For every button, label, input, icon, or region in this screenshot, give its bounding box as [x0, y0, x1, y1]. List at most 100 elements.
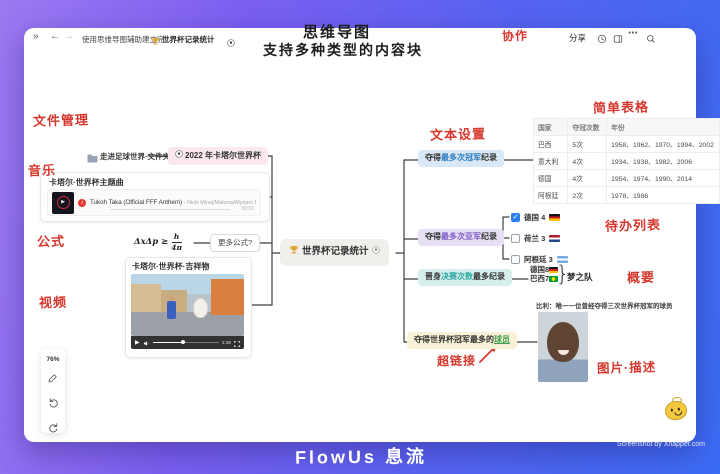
video-block-card[interactable]: 卡塔尔·世界杯·吉祥物 ▶ 2:38: [125, 257, 252, 358]
col-titles: 夺冠次数: [567, 118, 608, 136]
share-button[interactable]: 分享: [569, 33, 587, 43]
cell: 1978、1986: [606, 186, 720, 204]
clock-icon[interactable]: [597, 31, 607, 49]
video-controls[interactable]: ▶ 2:38: [131, 336, 244, 349]
soccer-ball-icon: [227, 34, 235, 52]
formula-lhs: ΔxΔp ≥: [134, 237, 169, 247]
cell: 1934、1938、1982、2006: [606, 152, 720, 170]
back-icon[interactable]: ←: [50, 31, 60, 42]
branch-top-player[interactable]: 夺得世界杯冠军最多的球员: [407, 332, 517, 349]
mascot-figure: [193, 298, 208, 318]
pele-photo[interactable]: [538, 312, 588, 382]
todo-label: 德国 4: [524, 213, 546, 222]
album-art: ▶: [52, 191, 74, 214]
branch-text: 晋身: [425, 272, 441, 281]
brazil-flag-icon: [549, 276, 559, 283]
checkbox-unchecked-icon[interactable]: [511, 255, 520, 264]
checkbox-unchecked-icon[interactable]: [511, 234, 520, 243]
todo-item-argentina[interactable]: 阿根廷 3: [511, 254, 568, 265]
video-play-icon[interactable]: ▶: [135, 339, 140, 346]
annotation-title-line2: 支持多种类型的内容块: [263, 42, 423, 58]
soccer-ball-icon: [175, 150, 183, 162]
branch-text: 纪录: [481, 153, 497, 162]
video-card-title: 卡塔尔·世界杯·吉祥物: [132, 262, 210, 271]
audio-card-title: 卡塔尔·世界杯主题曲: [49, 178, 124, 187]
building-shape: [211, 279, 244, 315]
branch-highlight: 最多次亚军: [441, 232, 481, 241]
trophy-icon: [289, 245, 299, 260]
breadcrumb-parent[interactable]: 使用思维导图辅助建立完...: [82, 35, 171, 44]
more-options-icon[interactable]: ⋯: [628, 28, 638, 39]
undo-icon[interactable]: [48, 395, 59, 413]
search-icon[interactable]: [646, 31, 656, 49]
summary-block[interactable]: 德国8 巴西7: [530, 265, 559, 284]
audio-player[interactable]: ▶ ♪ Tukoh Taka (Official FFF Anthem) - N…: [47, 189, 261, 216]
play-icon[interactable]: ▶: [56, 196, 70, 209]
building-shape: [131, 284, 161, 312]
breadcrumb-current[interactable]: 世界杯记录统计: [162, 35, 215, 44]
branch-runnerup-record[interactable]: 夺得最多次亚军纪录: [418, 229, 504, 246]
fullscreen-icon[interactable]: [234, 334, 240, 352]
folder-node[interactable]: 走进足球世界·文件夹: [100, 152, 170, 161]
summary-tag: 梦之队: [567, 272, 593, 282]
video-thumbnail[interactable]: [131, 274, 244, 336]
zoom-level[interactable]: 76%: [46, 356, 60, 363]
annotation-music: 音乐: [27, 162, 57, 179]
branch-finals-record[interactable]: 晋身决赛次数最多纪录: [418, 269, 512, 286]
annotation-formula: 公式: [36, 233, 66, 250]
side-panel-icon[interactable]: [613, 31, 623, 49]
central-node[interactable]: 世界杯记录统计: [280, 239, 389, 266]
music-service-icon: ♪: [78, 198, 86, 207]
central-node-label: 世界杯记录统计: [302, 246, 369, 257]
more-formula-node[interactable]: 更多公式?: [210, 234, 261, 253]
flowus-mascot-icon[interactable]: [663, 397, 689, 422]
branch-highlight: 最多次冠军: [441, 153, 481, 162]
todo-item-netherlands[interactable]: 荷兰 3: [511, 233, 561, 244]
player-hyperlink[interactable]: 球员: [494, 335, 510, 344]
audio-progress-bar[interactable]: [110, 209, 230, 210]
worldcup-2022-node[interactable]: 2022 年卡塔尔世界杯: [168, 147, 269, 165]
annotation-image-desc: 图片·描述: [596, 360, 657, 376]
branch-text: 夺得: [425, 153, 441, 162]
cell: 1958、1962、1970、1994、2002: [606, 135, 720, 153]
annotation-collab: 协作: [501, 28, 529, 44]
cell: 德国: [532, 169, 569, 187]
forward-icon[interactable]: →: [64, 31, 74, 42]
branch-text: 纪录: [481, 232, 497, 241]
branch-champion-record[interactable]: 夺得最多次冠军纪录: [418, 150, 504, 167]
volume-icon[interactable]: [143, 334, 150, 352]
cell: 5次: [567, 135, 608, 153]
todo-item-germany[interactable]: ✓ 德国 4: [511, 212, 561, 223]
sidebar-expand-icon[interactable]: »: [33, 31, 39, 42]
todo-label: 阿根廷 3: [524, 255, 553, 264]
portrait-shape: [558, 350, 569, 355]
video-progress-bar[interactable]: [152, 340, 220, 345]
folder-icon: [87, 150, 98, 168]
cell: 1954、1974、1990、2014: [606, 169, 720, 187]
branch-highlight: 决赛次数: [441, 272, 473, 281]
col-years: 年份: [606, 118, 720, 136]
cell: 意大利: [532, 152, 569, 170]
branch-text: 最多纪录: [473, 272, 505, 281]
audio-artists: - Nicki Minaj/Maluma/Myriam Fares/FIFA..…: [183, 200, 256, 206]
presenter-head: [169, 296, 174, 301]
branch-text: 夺得世界杯冠军最多的: [414, 335, 494, 344]
breadcrumb-separator: /: [143, 34, 146, 43]
video-time: 2:38: [222, 340, 231, 345]
audio-block-card[interactable]: 卡塔尔·世界杯主题曲 ▶ ♪ Tukoh Taka (Official FFF …: [40, 172, 270, 222]
checkbox-checked-icon[interactable]: ✓: [511, 213, 520, 222]
cell: 2次: [567, 186, 608, 204]
canvas-toolbar[interactable]: 76%: [41, 349, 65, 433]
annotation-summary: 概要: [626, 269, 656, 286]
pen-icon[interactable]: [48, 370, 58, 388]
redo-icon[interactable]: [48, 420, 59, 438]
